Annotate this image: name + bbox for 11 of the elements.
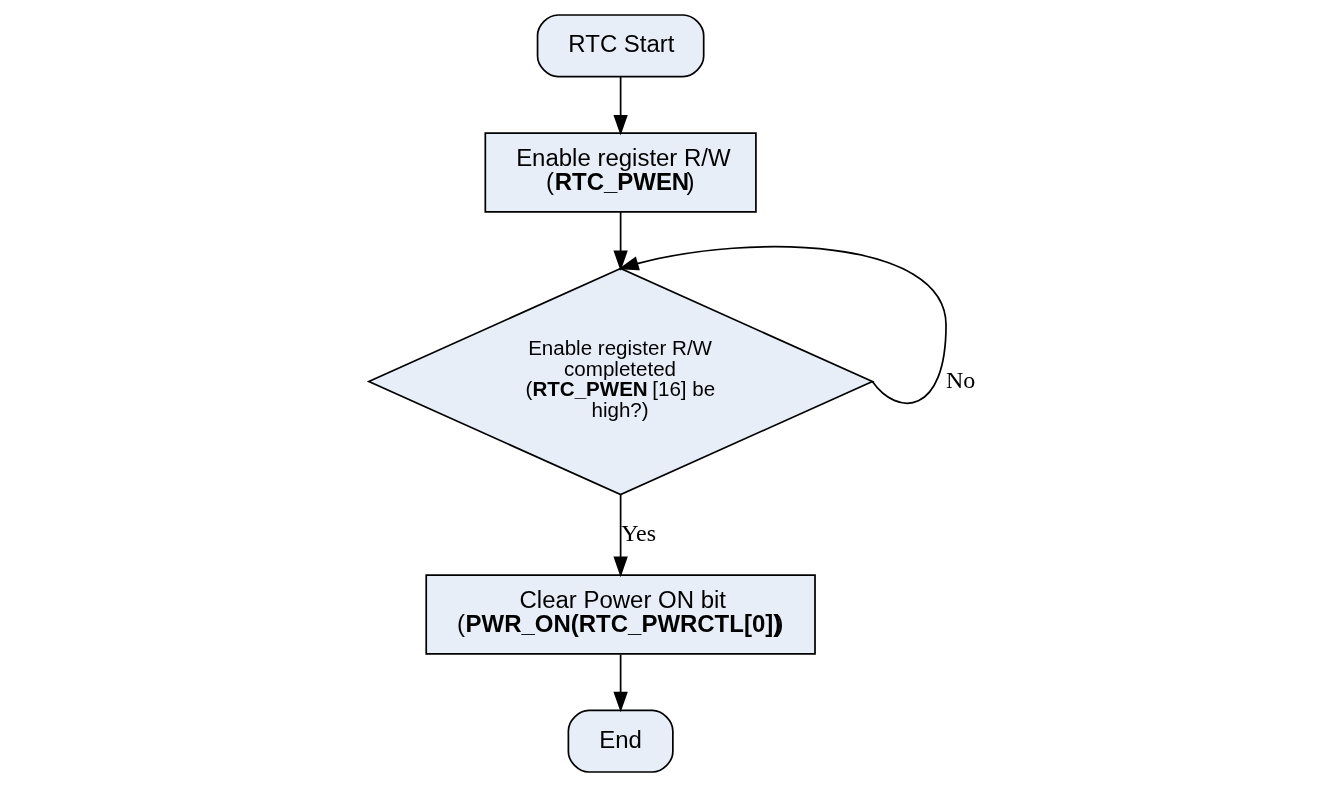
node-box: RTC Start bbox=[536, 14, 705, 78]
node-box: End bbox=[567, 709, 674, 773]
arrow bbox=[618, 245, 947, 404]
arrow bbox=[613, 75, 628, 136]
arrow bbox=[613, 493, 628, 578]
arrow bbox=[613, 211, 628, 272]
node-diamond: Enable register R/W completeted (RTC_PWEN[16] be high?) bbox=[366, 267, 875, 496]
arrow bbox=[613, 653, 628, 713]
edge-label: No bbox=[945, 366, 976, 393]
node-box: Enable register R/W (RTC_PWEN) bbox=[484, 132, 757, 213]
edge-label: Yes bbox=[621, 520, 657, 547]
